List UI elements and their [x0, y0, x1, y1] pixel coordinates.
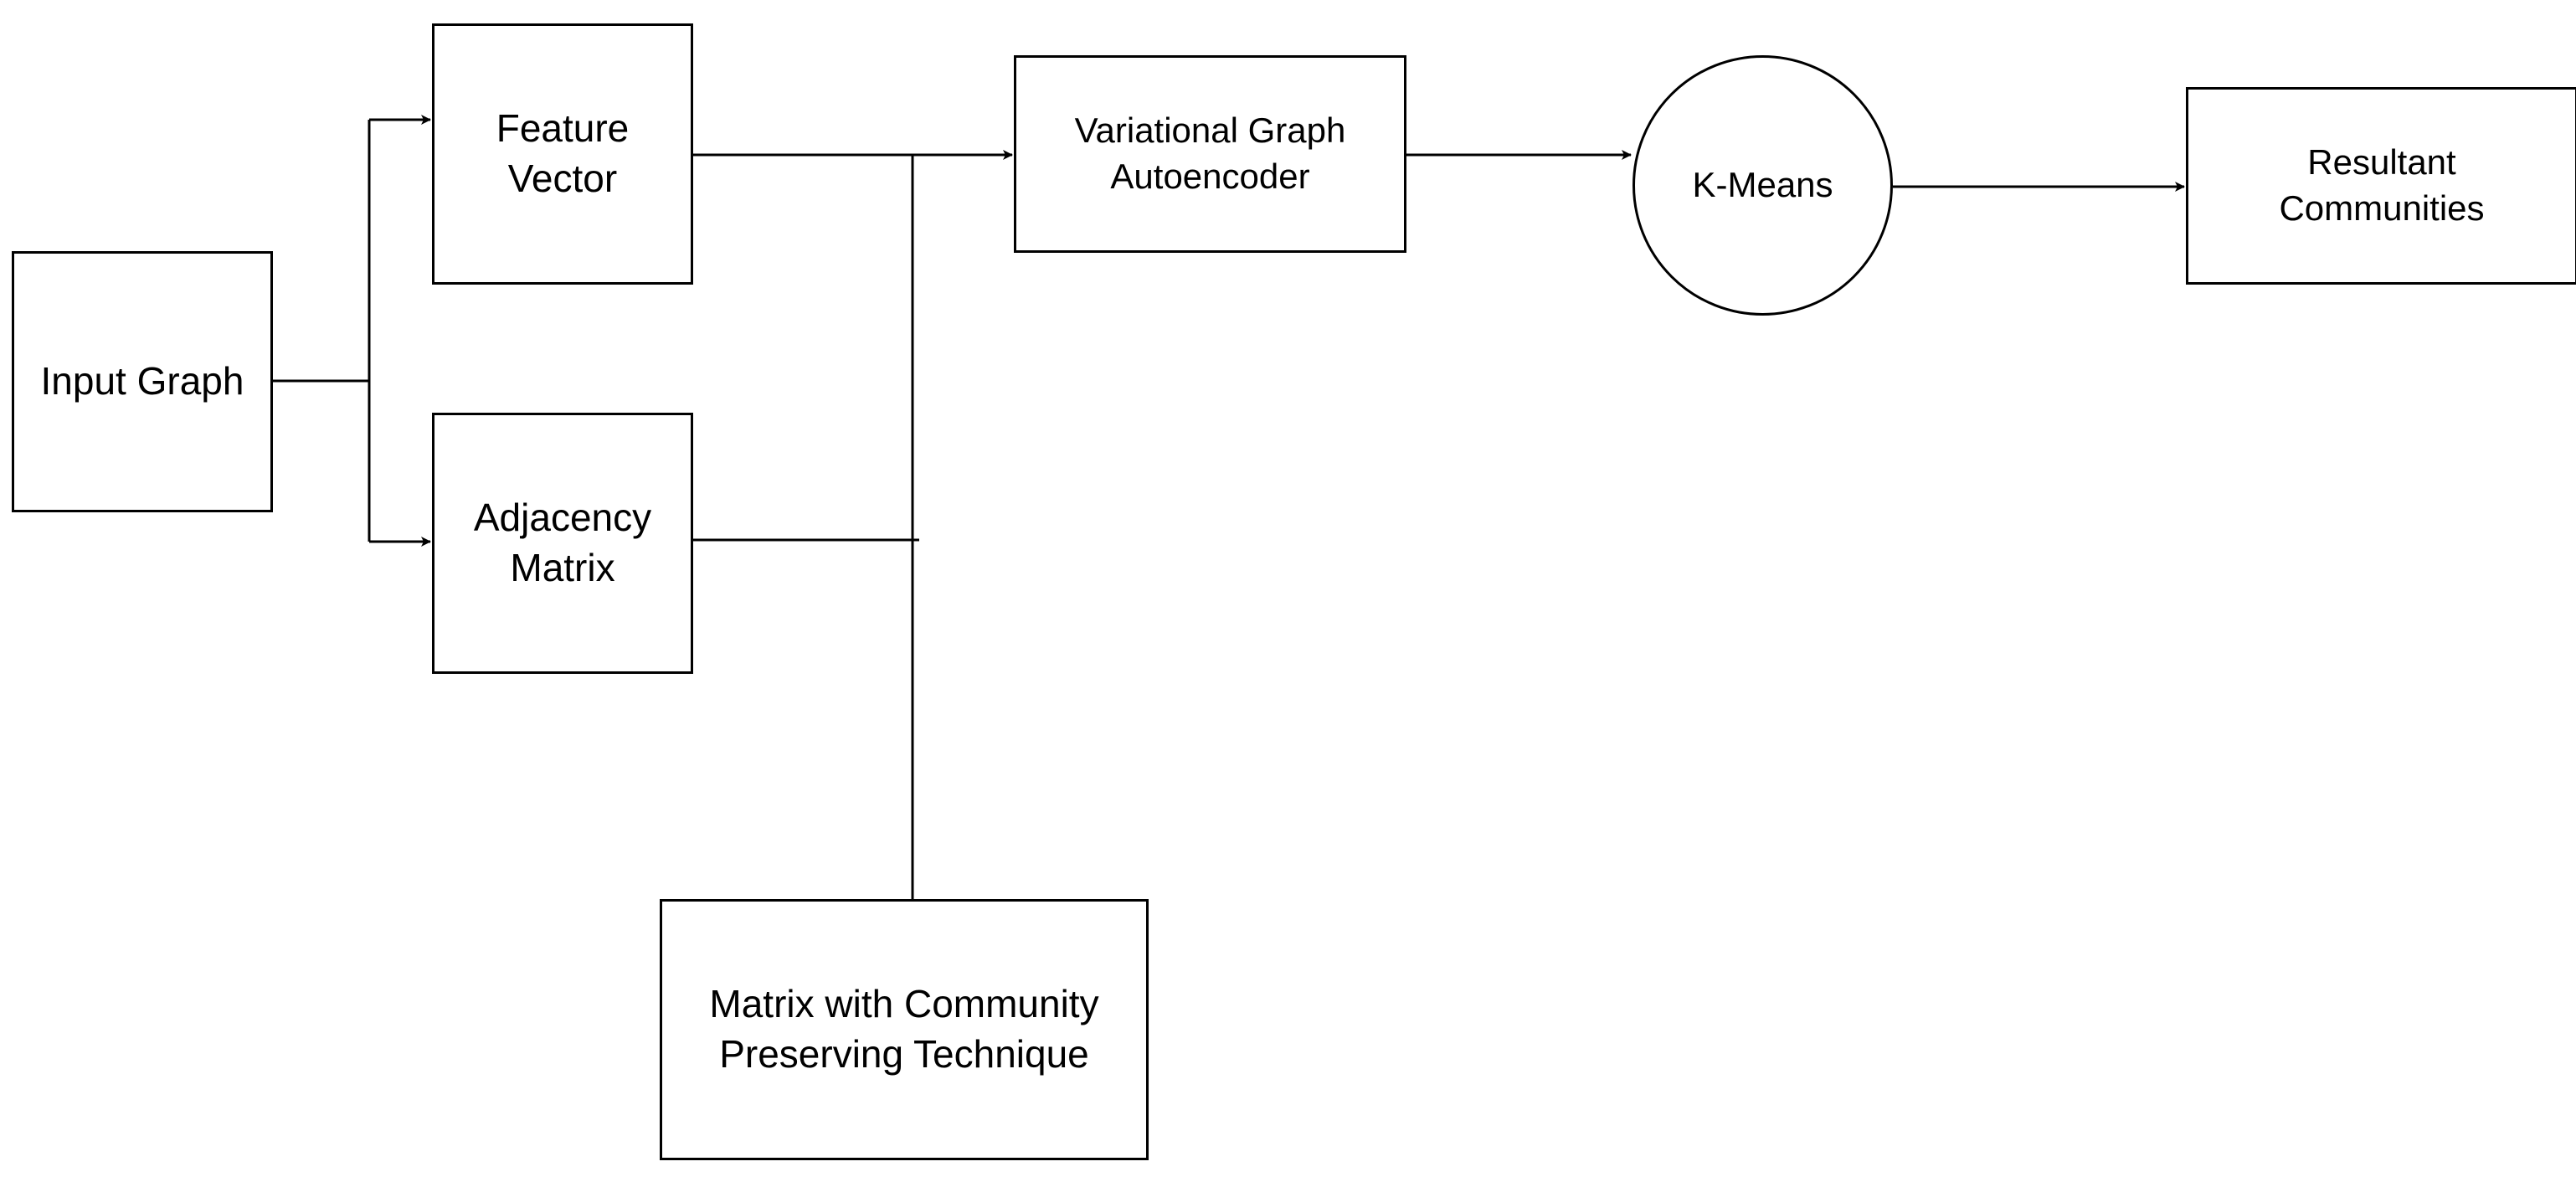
input-graph-node: Input Graph	[12, 251, 273, 512]
feature-vector-node: Feature Vector	[432, 23, 693, 285]
kmeans-node: K-Means	[1632, 55, 1893, 316]
vgae-node: Variational Graph Autoencoder	[1014, 55, 1406, 253]
community-matrix-node: Matrix with Community Preserving Techniq…	[660, 899, 1149, 1160]
adjacency-matrix-node: Adjacency Matrix	[432, 413, 693, 674]
resultant-communities-node: Resultant Communities	[2186, 87, 2576, 285]
